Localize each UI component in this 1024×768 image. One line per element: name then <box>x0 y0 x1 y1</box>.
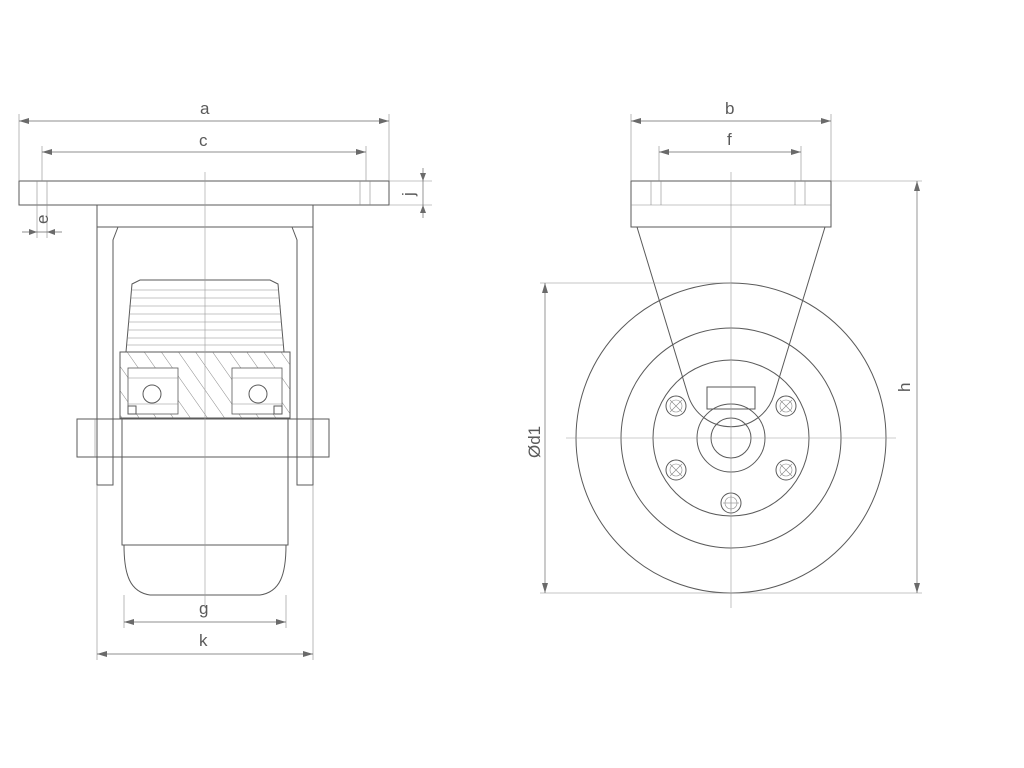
dim-b-label: b <box>725 99 734 118</box>
bearing-left <box>127 367 179 415</box>
axle <box>76 418 330 458</box>
dim-h-label: h <box>895 383 914 392</box>
dim-f-label: f <box>727 130 732 149</box>
dim-k-label: k <box>199 631 208 650</box>
front-view <box>566 172 896 608</box>
dim-d1-label: Ød1 <box>525 426 544 458</box>
plate-holes <box>36 181 371 205</box>
dim-c-label: c <box>199 131 208 150</box>
bolt <box>775 459 797 481</box>
bolt <box>775 395 797 417</box>
dim-e-label: e <box>33 215 52 224</box>
top-plate <box>18 180 390 206</box>
dim-g-label: g <box>199 599 208 618</box>
fork-leg-right <box>291 226 314 486</box>
front-plate-holes <box>650 181 806 205</box>
side-view-dimensions: a c e j g k <box>18 99 432 660</box>
dim-a-label: a <box>200 99 210 118</box>
side-view <box>18 172 390 608</box>
bolt <box>665 459 687 481</box>
front-view-dimensions: b f h Ød1 <box>525 99 922 594</box>
dim-j-label: j <box>399 192 418 197</box>
fork-leg-left <box>96 226 119 486</box>
bearing-right <box>231 367 283 415</box>
bolt <box>665 395 687 417</box>
